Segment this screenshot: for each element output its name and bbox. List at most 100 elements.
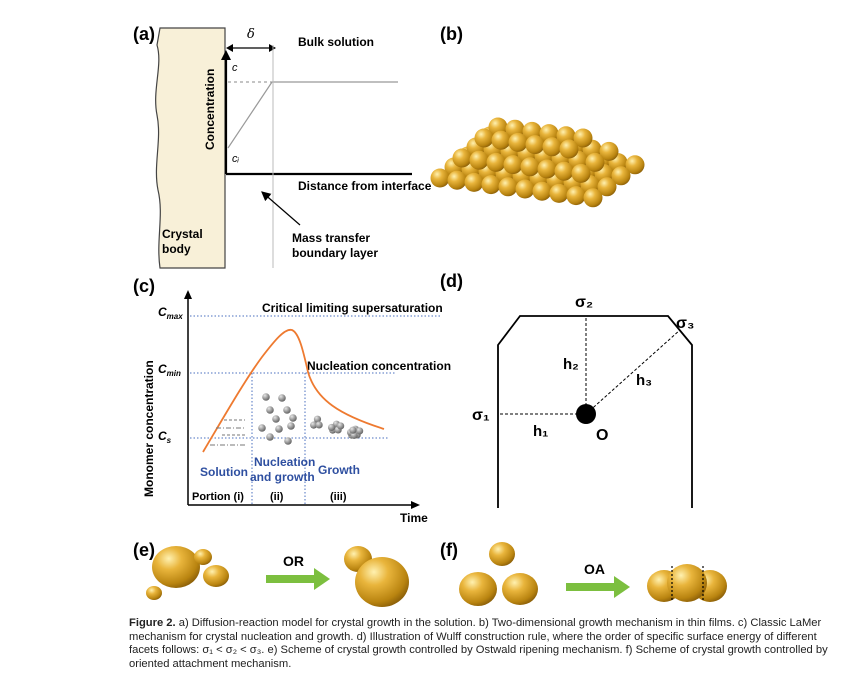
stage-growth-label: Growth (318, 463, 360, 477)
oa-label: OA (584, 561, 605, 577)
growth-cluster-particle (313, 415, 322, 423)
wulff-center-point (576, 404, 596, 424)
portion-ii-label: (ii) (270, 491, 284, 503)
nucleus-particle (283, 406, 291, 414)
mass-transfer-label-1: Mass transfer (292, 231, 370, 245)
oa-arrow-shaft (566, 583, 616, 591)
gold-sphere (554, 161, 574, 181)
gold-sphere (515, 179, 535, 199)
lamer-curve (202, 328, 385, 453)
growth-cluster-particle (327, 423, 336, 432)
gold-sphere (520, 157, 540, 177)
caption-label: Figure 2. (129, 617, 176, 629)
c-label: c (232, 62, 238, 74)
growth-cluster-particle (349, 426, 357, 434)
gold-sphere (525, 135, 545, 155)
panel-d: (d) σ₁ σ₂ σ₃ h₁ h₂ h₃ O (440, 271, 694, 508)
nucleus-particle (266, 406, 274, 414)
gold-sphere (498, 177, 518, 197)
growth-cluster-particle (310, 421, 318, 429)
panel-c: (c) Monomer concentration Time Cmax Cmin… (133, 276, 451, 525)
h3-line (585, 329, 681, 415)
nucleus-particle (262, 393, 270, 401)
or-arrow-head (314, 568, 330, 590)
bulk-solution-label: Bulk solution (298, 35, 374, 49)
profile-ramp (227, 81, 273, 149)
crystal-body-label-1: Crystal (162, 227, 203, 241)
mass-transfer-label-2: boundary layer (292, 246, 378, 260)
gold-sphere (599, 141, 619, 161)
growth-cluster-particle (315, 421, 323, 429)
panel-b: (b) (430, 24, 645, 208)
origin-label: O (596, 427, 608, 444)
stage-nucleation-label-1: Nucleation (254, 455, 315, 469)
h1-label: h₁ (533, 423, 548, 440)
growth-cluster-particle (356, 427, 364, 435)
nucleus-particle (287, 422, 295, 430)
panel-c-label: (c) (133, 276, 155, 296)
gold-sphere (566, 186, 586, 206)
delta-symbol: δ (247, 27, 255, 42)
medium-particle (194, 549, 212, 565)
gold-sphere (571, 163, 591, 183)
nucleus-particle (284, 437, 292, 445)
gold-sphere (583, 188, 603, 208)
panel-f-label: (f) (440, 540, 458, 560)
f-particle-3 (502, 573, 538, 605)
panel-a: (a) Crystal body δ Bulk solution c cᵢ Co… (133, 24, 432, 269)
gold-sphere (508, 132, 528, 152)
mass-transfer-arrow (261, 191, 301, 226)
gold-sphere (503, 155, 523, 175)
growth-cluster-particle (337, 422, 345, 430)
nucleus-particle (278, 394, 286, 402)
or-label: OR (283, 553, 304, 569)
sigma1-label: σ₁ (472, 407, 490, 424)
panel-d-label: (d) (440, 271, 463, 291)
attached-particle-middle (667, 564, 707, 602)
gold-sphere (585, 152, 605, 172)
tiny-particle (146, 586, 162, 600)
figure-caption: Figure 2. a) Diffusion-reaction model fo… (129, 617, 829, 671)
nucleus-particle (258, 424, 266, 432)
sigma3-label: σ₃ (676, 315, 694, 332)
gold-sphere (481, 175, 501, 195)
stage-solution-label: Solution (200, 465, 248, 479)
oa-arrow-head (614, 576, 630, 598)
gold-sphere (611, 166, 631, 186)
panel-f: (f) OA (440, 540, 727, 606)
gold-sphere (474, 128, 494, 148)
gold-sphere (532, 181, 552, 201)
nuclei-particles (258, 393, 364, 445)
large-particle (152, 546, 200, 588)
crystal-body (155, 27, 226, 269)
panel-b-label: (b) (440, 24, 463, 44)
h2-label: h₂ (563, 356, 579, 373)
figure: (a) Crystal body δ Bulk solution c cᵢ Co… (133, 24, 727, 607)
panel-e: (e) OR (133, 540, 409, 607)
f-particle-1 (489, 542, 515, 566)
gold-sphere (542, 137, 562, 157)
gold-sphere (452, 148, 472, 168)
nucleus-particle (272, 415, 280, 423)
stage-nucleation-label-2: and growth (250, 470, 315, 484)
gold-sphere (597, 177, 617, 197)
gold-sphere (549, 183, 569, 203)
c-y-axis-label: Monomer concentration (142, 360, 156, 497)
gold-sphere (486, 152, 506, 172)
nucleus-particle (275, 425, 283, 433)
panel-a-label: (a) (133, 24, 155, 44)
gold-sphere (559, 139, 579, 159)
c-x-axis-label: Time (400, 511, 428, 525)
gold-sphere (537, 159, 557, 179)
gold-sphere (469, 150, 489, 170)
nucleus-particle (289, 414, 297, 422)
cmax-label: Cmax (158, 305, 183, 321)
ci-label: cᵢ (232, 153, 240, 165)
gold-sphere (573, 128, 593, 148)
nucleation-concentration-label: Nucleation concentration (307, 359, 451, 373)
portion-iii-label: (iii) (330, 491, 347, 503)
sigma2-label: σ₂ (575, 294, 593, 311)
f-particle-2 (459, 572, 497, 606)
portion-i-label: Portion (i) (192, 491, 244, 503)
gold-sphere (430, 168, 450, 188)
